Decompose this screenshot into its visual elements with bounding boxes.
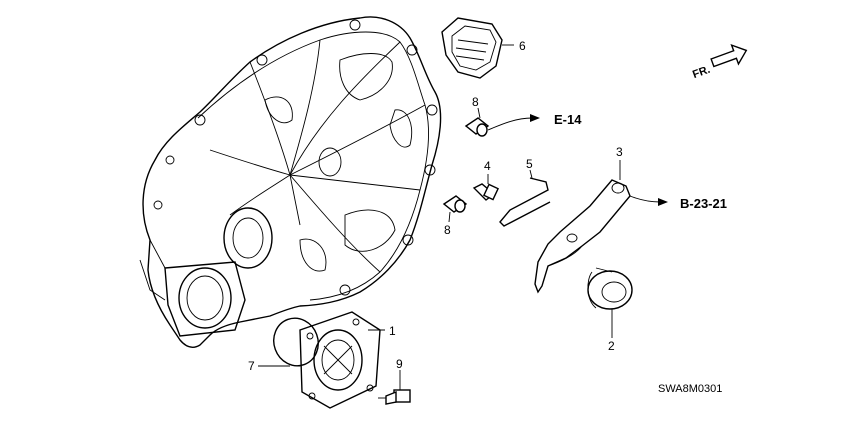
part-2-bearing-drawing — [587, 267, 633, 310]
part-6-cover-drawing — [441, 17, 503, 79]
diagram-code-label: SWA8M0301 — [658, 383, 722, 395]
reference-b2321-label: B-23-21 — [680, 196, 727, 211]
part-number-label: 5 — [526, 157, 533, 171]
part-number-label: 1 — [389, 324, 396, 338]
part-3-fork-drawing — [534, 179, 631, 294]
part-number-label: 3 — [616, 145, 623, 159]
part-number-label: 6 — [519, 39, 526, 53]
reference-e14-label: E-14 — [554, 112, 582, 127]
part-number-label: 2 — [608, 339, 615, 353]
part-5-clip-drawing — [499, 177, 551, 227]
transmission-housing-drawing — [139, 16, 442, 348]
part-9-bolt-drawing — [378, 389, 411, 405]
part-8-upper-dowel-drawing — [464, 117, 490, 137]
part-4-bolt-drawing — [472, 183, 499, 201]
part-number-label: 9 — [396, 357, 403, 371]
part-number-label: 8 — [444, 223, 451, 237]
part-7-gasket-drawing — [273, 317, 319, 367]
front-direction-label: FR. — [691, 64, 712, 81]
part-1-cover-drawing — [299, 311, 381, 409]
front-direction-arrow-icon — [710, 43, 748, 68]
part-number-label: 4 — [484, 159, 491, 173]
part-number-label: 8 — [472, 95, 479, 109]
part-number-label: 7 — [248, 359, 255, 373]
part-8-lower-dowel-drawing — [442, 195, 468, 213]
